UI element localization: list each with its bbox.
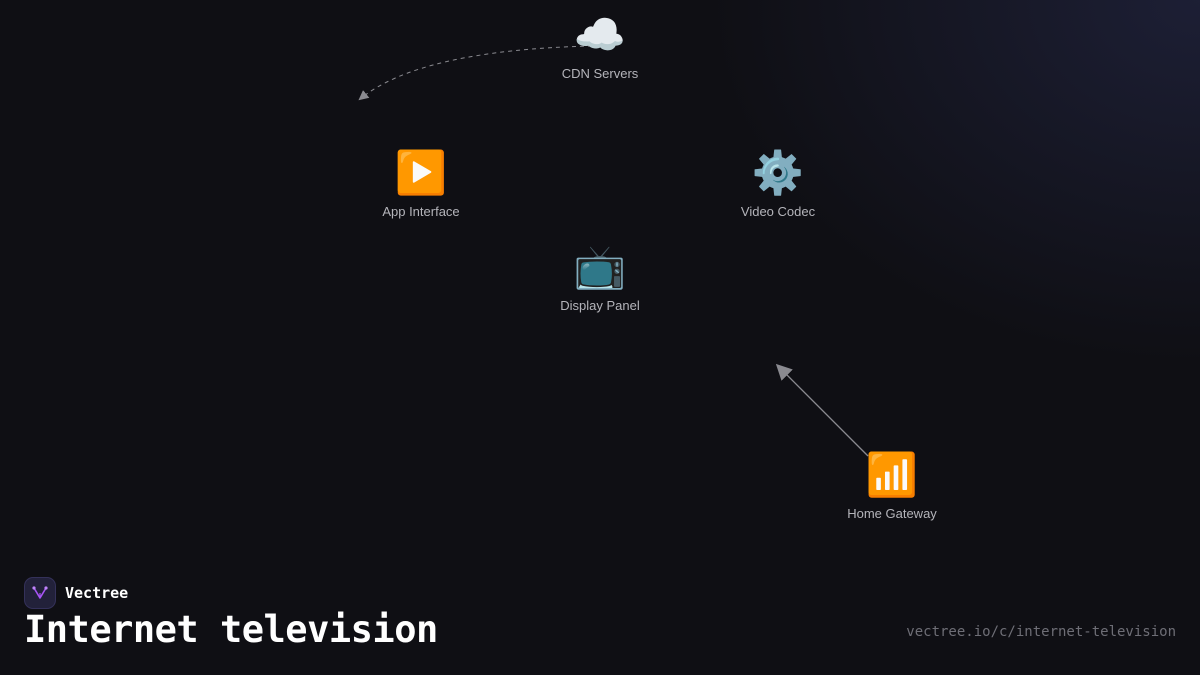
node-label: Display Panel [560,298,640,313]
edge-gateway-to-display [775,363,869,457]
edge-cdn-to-app [358,45,593,101]
node-label: CDN Servers [561,66,639,81]
play-button-icon: ▶️ [394,148,448,197]
signal-bars-icon: 📶 [865,450,919,499]
gear-icon: ⚙️ [751,148,805,197]
page-url[interactable]: vectree.io/c/internet-television [906,624,1176,640]
node-home-gateway[interactable]: 📶 Home Gateway [812,450,972,521]
cloud-icon: ☁️ [573,10,627,59]
brand-name: Vectree [65,584,129,602]
brand[interactable]: Vectree [24,577,128,609]
television-icon: 📺 [573,242,627,291]
vectree-logo-icon [24,577,56,609]
node-display-panel[interactable]: 📺 Display Panel [520,242,680,313]
page-title: Internet television [24,608,438,651]
node-label: Video Codec [740,204,816,219]
node-video-codec[interactable]: ⚙️ Video Codec [698,148,858,219]
node-label: Home Gateway [847,506,937,521]
node-cdn-servers[interactable]: ☁️ CDN Servers [520,10,680,81]
node-label: App Interface [382,204,460,219]
node-app-interface[interactable]: ▶️ App Interface [341,148,501,219]
